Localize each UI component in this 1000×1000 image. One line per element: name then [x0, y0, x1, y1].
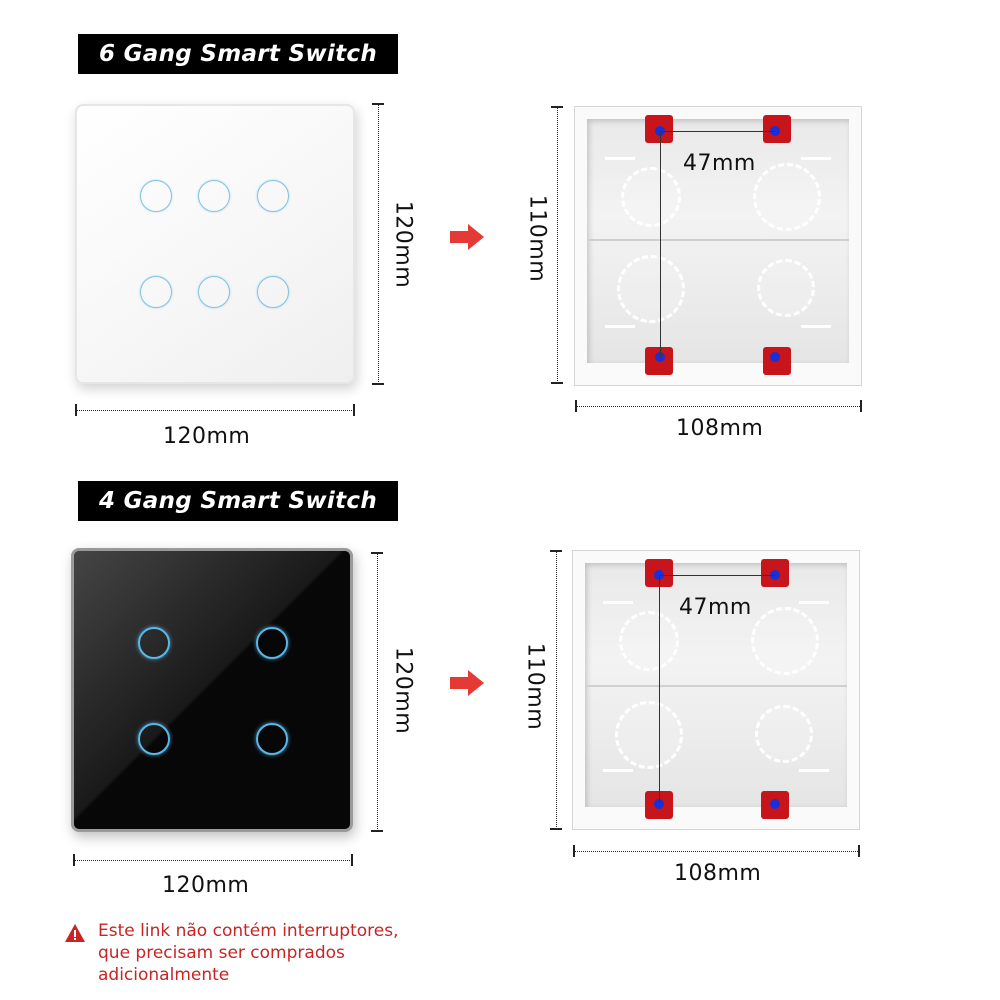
- knockout-hole: [617, 255, 685, 323]
- dim-tick: [372, 383, 384, 385]
- dim-line-horizontal: [576, 406, 860, 407]
- touch-button-4: [256, 723, 288, 755]
- glass-reflection: [74, 551, 350, 829]
- mark: [801, 157, 831, 160]
- panel-height-label: 120mm: [390, 646, 416, 735]
- dim-tick: [371, 830, 383, 832]
- screw-spacing-line: [660, 131, 775, 132]
- box-rib: [585, 685, 847, 687]
- switch-panel-6-gang-white: [75, 104, 355, 384]
- box-height-label: 110mm: [524, 194, 550, 283]
- warning-text: Este link não contém interruptores, que …: [98, 920, 398, 986]
- warning-line-3: adicionalmente: [98, 965, 230, 985]
- box-cavity: [585, 563, 847, 807]
- dim-tick: [353, 404, 355, 416]
- panel-width-label: 120mm: [163, 424, 251, 449]
- warning-triangle-icon: [65, 924, 85, 942]
- mark: [605, 325, 635, 328]
- dim-line-horizontal: [74, 860, 352, 861]
- screw-hole: [770, 352, 780, 362]
- mark: [801, 325, 831, 328]
- knockout-hole: [615, 701, 683, 769]
- knockout-hole: [755, 705, 813, 763]
- arrow-right-icon: [450, 670, 484, 696]
- screw-hole: [655, 352, 665, 362]
- mark: [799, 769, 829, 772]
- screw-spacing-vline: [659, 575, 660, 803]
- box-height-label: 110mm: [522, 642, 548, 731]
- dim-line-vertical: [377, 553, 378, 831]
- dim-line-horizontal: [574, 851, 858, 852]
- mark: [799, 601, 829, 604]
- touch-button-6: [257, 276, 289, 308]
- mark: [605, 157, 635, 160]
- arrow-right-icon: [450, 224, 484, 250]
- dim-line-horizontal: [76, 410, 354, 411]
- title-6-gang: 6 Gang Smart Switch: [78, 34, 398, 74]
- screw-hole: [770, 799, 780, 809]
- dim-tick: [551, 382, 563, 384]
- dim-tick: [351, 854, 353, 866]
- knockout-hole: [753, 163, 821, 231]
- box-width-label: 108mm: [674, 861, 762, 886]
- screw-spacing-label: 47mm: [683, 151, 756, 176]
- title-4-gang: 4 Gang Smart Switch: [78, 481, 398, 521]
- box-cavity: [587, 119, 849, 363]
- touch-button-3: [257, 180, 289, 212]
- mark: [603, 769, 633, 772]
- touch-button-2: [256, 627, 288, 659]
- knockout-hole: [619, 611, 679, 671]
- panel-height-label: 120mm: [390, 200, 416, 289]
- screw-spacing-vline: [660, 131, 661, 357]
- warning-line-2: que precisam ser comprados: [98, 943, 345, 963]
- screw-hole: [770, 570, 780, 580]
- screw-hole: [770, 126, 780, 136]
- touch-button-1: [140, 180, 172, 212]
- screw-spacing-line: [659, 575, 775, 576]
- screw-hole: [654, 799, 664, 809]
- mark: [603, 601, 633, 604]
- touch-button-3: [138, 723, 170, 755]
- box-rib: [587, 239, 849, 241]
- dim-line-vertical: [378, 104, 379, 384]
- dim-tick: [860, 400, 862, 412]
- knockout-hole: [751, 607, 819, 675]
- touch-button-1: [138, 627, 170, 659]
- box-width-label: 108mm: [676, 416, 764, 441]
- knockout-hole: [621, 167, 681, 227]
- knockout-hole: [757, 259, 815, 317]
- switch-panel-4-gang-black: [71, 548, 353, 832]
- screw-spacing-label: 47mm: [679, 595, 752, 620]
- touch-button-2: [198, 180, 230, 212]
- dim-tick: [858, 845, 860, 857]
- wall-box-bottom: 47mm: [572, 550, 860, 830]
- warning-line-1: Este link não contém interruptores,: [98, 921, 399, 941]
- panel-width-label: 120mm: [162, 873, 250, 898]
- dim-line-vertical: [557, 107, 558, 383]
- dim-tick: [550, 828, 562, 830]
- dim-line-vertical: [556, 551, 557, 829]
- touch-button-5: [198, 276, 230, 308]
- touch-button-4: [140, 276, 172, 308]
- wall-box-top: 47mm: [574, 106, 862, 386]
